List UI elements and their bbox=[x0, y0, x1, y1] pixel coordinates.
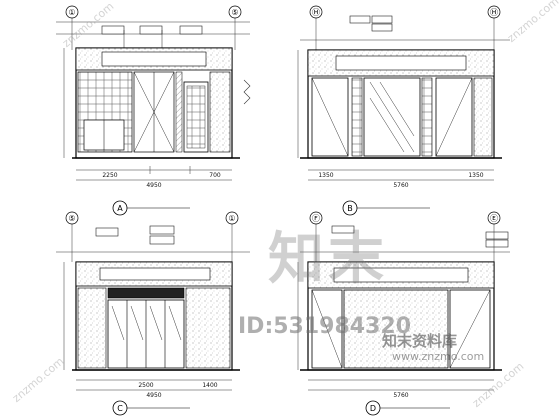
axis-bubble: Ⓕ bbox=[309, 211, 323, 225]
elevation-c bbox=[56, 222, 250, 391]
svg-text:B: B bbox=[347, 204, 353, 213]
axis-bubble: ⑤ bbox=[65, 211, 79, 225]
dim-label: 5760 bbox=[393, 182, 408, 189]
elevation-marker-a: A bbox=[112, 200, 190, 216]
svg-text:A: A bbox=[117, 204, 123, 213]
dim-label: 700 bbox=[209, 172, 221, 179]
sheet-markers: A B C D bbox=[112, 200, 450, 416]
elevation-marker-b: B bbox=[342, 200, 430, 216]
axis-bubble: Ⓔ bbox=[487, 211, 501, 225]
dim-label: 4950 bbox=[146, 392, 161, 399]
dim-label: 5760 bbox=[393, 392, 408, 399]
dimension-labels: 2250 4950 700 1350 5760 1350 2500 4950 1… bbox=[102, 172, 483, 399]
svg-text:Ⓕ: Ⓕ bbox=[312, 214, 320, 223]
svg-text:①: ① bbox=[68, 8, 75, 17]
svg-text:D: D bbox=[370, 404, 376, 413]
dim-label: 1350 bbox=[318, 172, 333, 179]
axis-bubble: ⑤ bbox=[228, 5, 242, 19]
svg-text:Ⓔ: Ⓔ bbox=[490, 214, 498, 223]
axis-bubbles: ① ⑤ Ⓗ Ⓗ ⑤ ① Ⓕ Ⓔ bbox=[65, 5, 501, 225]
dim-label: 1350 bbox=[468, 172, 483, 179]
axis-bubble: ① bbox=[225, 211, 239, 225]
dim-label: 1400 bbox=[202, 382, 217, 389]
svg-text:⑤: ⑤ bbox=[231, 8, 238, 17]
svg-text:①: ① bbox=[228, 214, 235, 223]
dim-label: 2250 bbox=[102, 172, 117, 179]
axis-bubble: Ⓗ bbox=[309, 5, 323, 19]
svg-text:Ⓗ: Ⓗ bbox=[490, 8, 498, 17]
axis-bubble: ① bbox=[65, 5, 79, 19]
svg-text:⑤: ⑤ bbox=[68, 214, 75, 223]
axis-bubble: Ⓗ bbox=[487, 5, 501, 19]
elevation-marker-c: C bbox=[112, 400, 190, 416]
svg-text:C: C bbox=[117, 404, 123, 413]
dim-label: 4950 bbox=[146, 182, 161, 189]
elevation-d bbox=[297, 222, 510, 391]
svg-text:Ⓗ: Ⓗ bbox=[312, 8, 320, 17]
elevation-b bbox=[297, 15, 510, 181]
dim-label: 2500 bbox=[138, 382, 153, 389]
elevation-marker-d: D bbox=[365, 400, 450, 416]
elevation-a bbox=[56, 16, 251, 181]
